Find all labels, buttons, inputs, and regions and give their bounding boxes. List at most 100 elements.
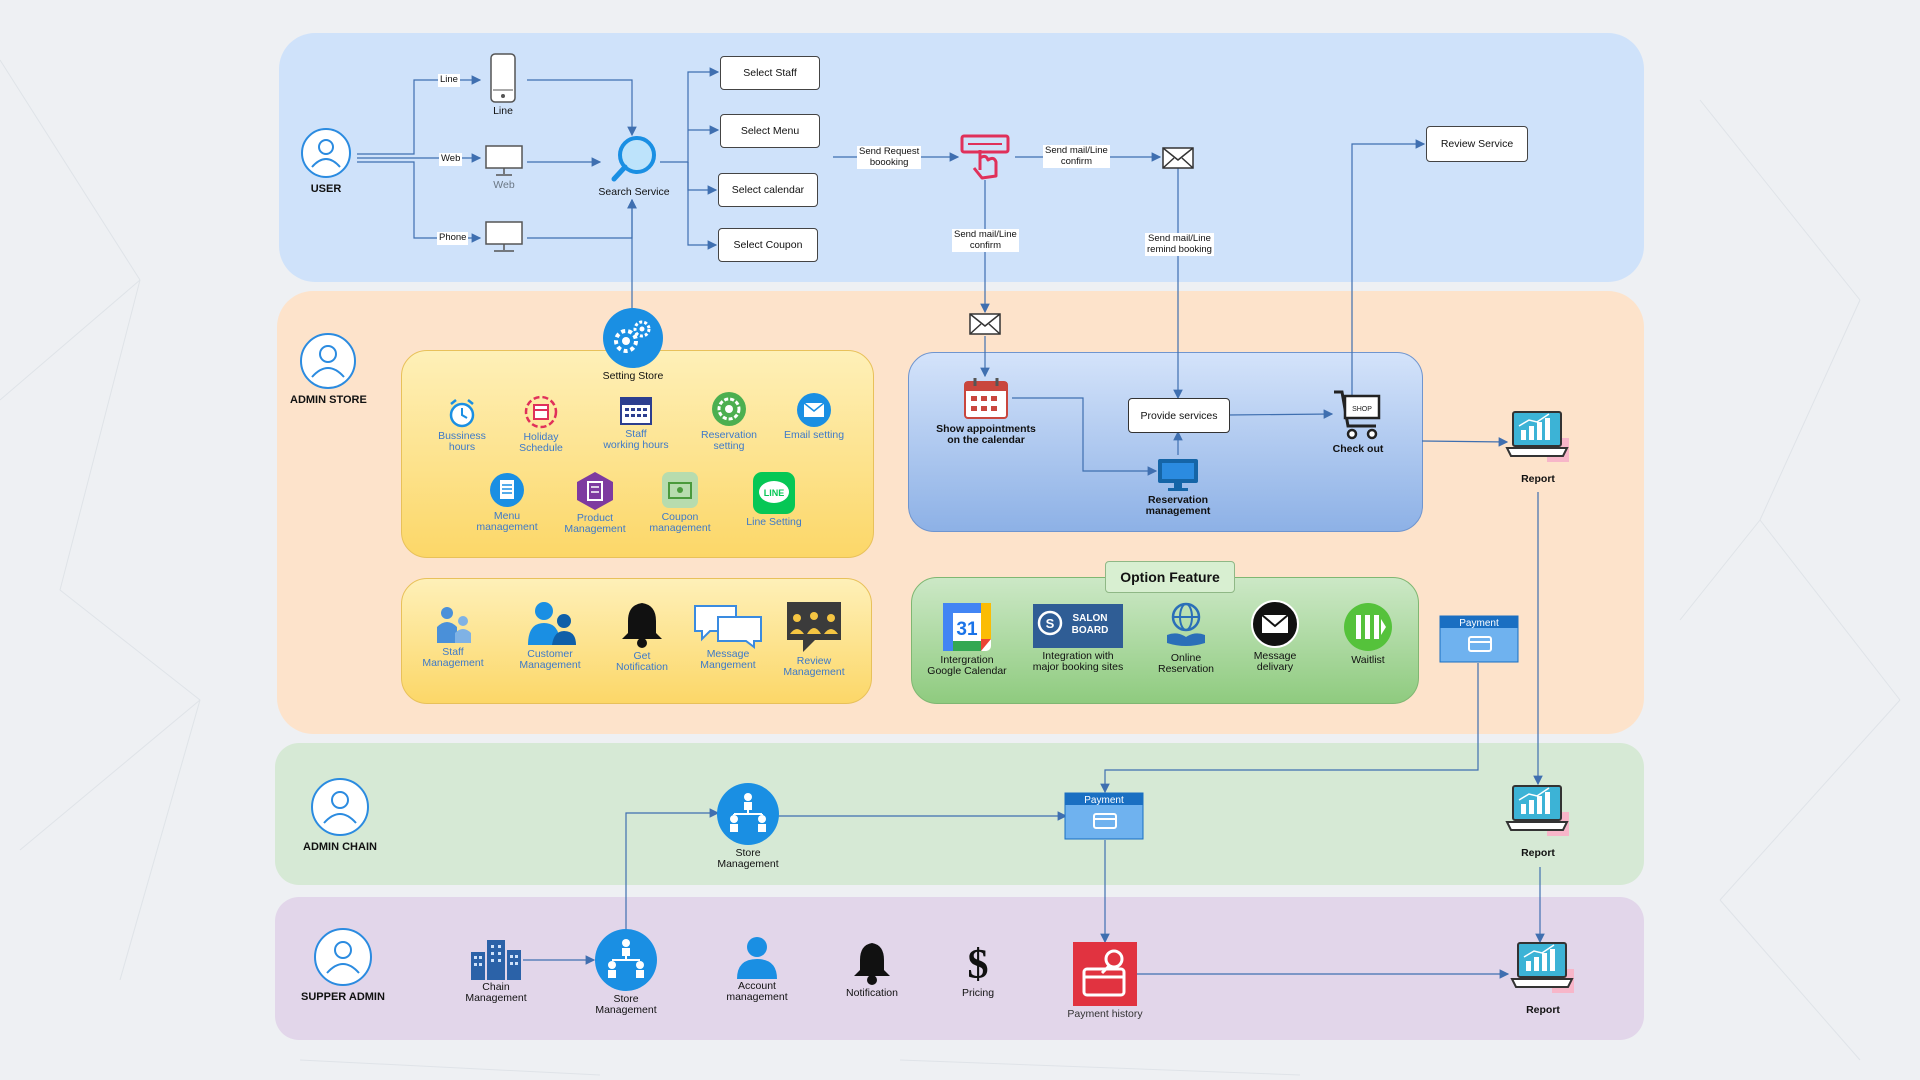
buildings-icon [471, 940, 521, 980]
product-management-item: Product Management [562, 471, 628, 535]
payment-history-label: Payment history [1067, 1008, 1143, 1020]
line-app-icon: LINE [753, 472, 795, 514]
clipboard-icon [490, 473, 524, 507]
item-label: Coupon management [649, 511, 711, 534]
product-hexagon-icon [577, 472, 613, 510]
report-laptop-icon [1505, 785, 1569, 836]
item-label: Staff Management [422, 646, 484, 669]
google-calendar-item: 31 Intergration Google Calendar [922, 601, 1012, 677]
reservation-gear-icon [712, 392, 746, 426]
shopping-cart-icon: SHOP [1334, 390, 1381, 440]
svg-text:$: $ [968, 942, 989, 988]
notification-label: Notification [846, 987, 898, 999]
coupon-icon [662, 472, 698, 508]
phone-edge-label: Phone [437, 232, 469, 245]
staff-working-hours-item: Staff working hours [597, 395, 675, 451]
envelope-icon [969, 313, 1001, 335]
item-label: Customer Management [519, 648, 581, 671]
checkout-label: Check out [1332, 443, 1384, 455]
settings-panel [401, 350, 874, 558]
google-day: 31 [956, 619, 978, 640]
payment-title: Payment [1084, 795, 1124, 806]
phone-channel [483, 220, 525, 256]
email-gear-icon [797, 393, 831, 427]
admin-store-label: ADMIN STORE [290, 394, 367, 406]
waitlist-item: Waitlist [1340, 601, 1396, 666]
payment-history-node: Payment history [1062, 941, 1148, 1020]
get-notification-item: Get Notification [612, 599, 672, 673]
line-channel: Line [486, 52, 520, 117]
svg-text:SALON: SALON [1073, 613, 1108, 624]
super-admin-role: SUPPER ADMIN [301, 927, 385, 1003]
message-management-item: Message Mangement [690, 603, 766, 671]
account-management-label: Account management [726, 980, 788, 1003]
report-super-node: Report [1508, 941, 1578, 1016]
customers-icon [528, 602, 576, 645]
admin-chain-label: ADMIN CHAIN [303, 841, 377, 853]
salon-board-logo: S SALON BOARD [1033, 604, 1123, 648]
desktop-icon [485, 221, 523, 252]
review-service-box: Review Service [1426, 126, 1528, 162]
web-device-label: Web [493, 179, 515, 191]
management-panel [401, 578, 872, 704]
dollar-icon: $ [968, 942, 989, 988]
item-label: Review Management [783, 655, 845, 678]
staff-icon [437, 607, 471, 643]
store-management-label: Store Management [595, 993, 657, 1016]
user-role: USER [300, 127, 352, 195]
line-edge-label: Line [438, 74, 460, 87]
message-envelope-icon [1251, 600, 1299, 648]
line-setting-item: LINE Line Setting [742, 471, 806, 528]
item-label: Reservation setting [700, 429, 758, 452]
smartphone-icon [490, 53, 516, 103]
google-calendar-icon: 31 [943, 603, 991, 651]
online-reservation-item: Online Reservation [1150, 601, 1222, 675]
report-chain-node: Report [1503, 784, 1573, 859]
send-confirm-down-label: Send mail/Line confirm [952, 229, 1019, 252]
item-label: Email setting [783, 429, 845, 441]
admin-chain-lane [275, 743, 1644, 885]
envelope-icon [1162, 147, 1194, 169]
select-menu-box: Select Menu [720, 114, 820, 148]
payment-chain-node: Payment [1064, 792, 1144, 840]
user-icon [300, 333, 357, 389]
store-management-label: Store Management [717, 847, 779, 870]
gears-icon [603, 308, 663, 368]
appointment-calendar-icon [964, 378, 1008, 419]
report-laptop-icon [1505, 411, 1569, 462]
item-label: Message Mangement [700, 648, 756, 671]
svg-text:BOARD: BOARD [1072, 625, 1109, 636]
org-chart-icon [717, 783, 779, 845]
checkout-node: SHOP Check out [1330, 386, 1386, 455]
bell-icon [622, 603, 662, 648]
user-icon [310, 778, 369, 836]
send-remind-label: Send mail/Line remind booking [1145, 233, 1214, 256]
menu-management-item: Menu management [476, 471, 538, 533]
email-setting-item: Email setting [781, 392, 847, 441]
calendar-label: Show appointments on the calendar [936, 423, 1036, 446]
review-chat-icon [787, 602, 841, 652]
select-coupon-box: Select Coupon [718, 228, 818, 262]
payment-title: Payment [1459, 618, 1499, 629]
web-edge-label: Web [439, 153, 463, 166]
item-label: Product Management [564, 512, 626, 535]
review-management-item: Review Management [780, 600, 848, 678]
account-icon [737, 937, 777, 979]
item-label: Integration with major booking sites [1032, 650, 1124, 673]
globe-hand-icon [1167, 602, 1205, 646]
magnifier-icon [611, 136, 656, 182]
holiday-schedule-item: Holiday Schedule [511, 394, 571, 454]
web-channel: Web [483, 144, 525, 191]
waitlist-icon [1344, 603, 1392, 651]
calendar-node: Show appointments on the calendar [934, 376, 1038, 446]
item-label: Waitlist [1351, 654, 1385, 666]
chain-store-management-node: Store Management [708, 782, 788, 870]
line-device-label: Line [493, 105, 513, 117]
select-staff-box: Select Staff [720, 56, 820, 90]
payment-card-icon: Payment [1439, 615, 1519, 663]
item-label: Online Reservation [1157, 652, 1215, 675]
payment-store-node: Payment [1439, 615, 1519, 663]
touch-booking-icon [960, 134, 1010, 180]
admin-store-role: ADMIN STORE [290, 332, 367, 406]
